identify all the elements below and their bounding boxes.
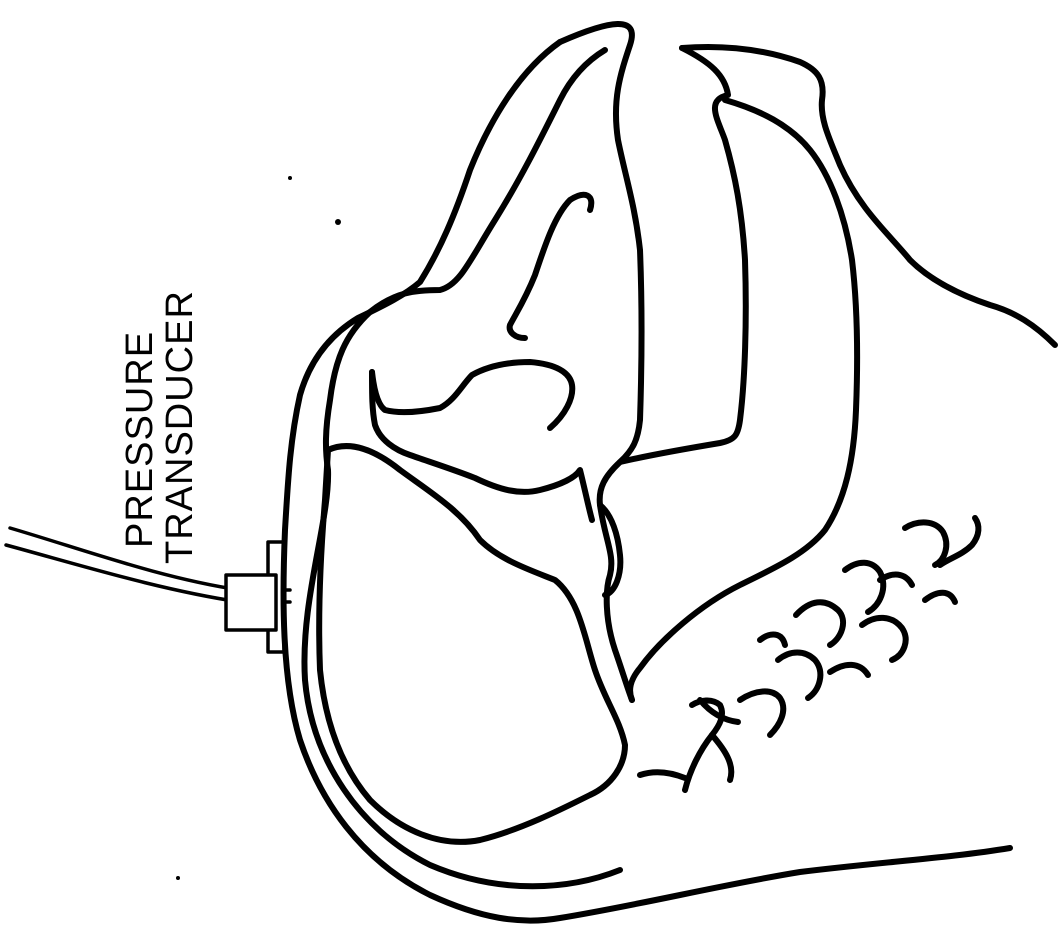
nerve-fibers [640, 518, 978, 790]
middle-ear-chamber [319, 446, 625, 842]
outer-contour [284, 42, 1010, 921]
label-line-transducer: TRANSDUCER [159, 290, 201, 564]
inner-canal-lining [304, 50, 620, 886]
ossicle-curve-upper [510, 195, 592, 338]
ink-dot [288, 176, 292, 180]
pressure-transducer-label: PRESSURE TRANSDUCER [119, 290, 201, 564]
ossicle-chain [372, 372, 592, 520]
ossicle-loop [372, 362, 572, 428]
label-line-pressure: PRESSURE [119, 331, 161, 548]
ink-dot [335, 219, 341, 225]
ink-dot [176, 876, 180, 880]
transducer-housing [226, 542, 284, 652]
